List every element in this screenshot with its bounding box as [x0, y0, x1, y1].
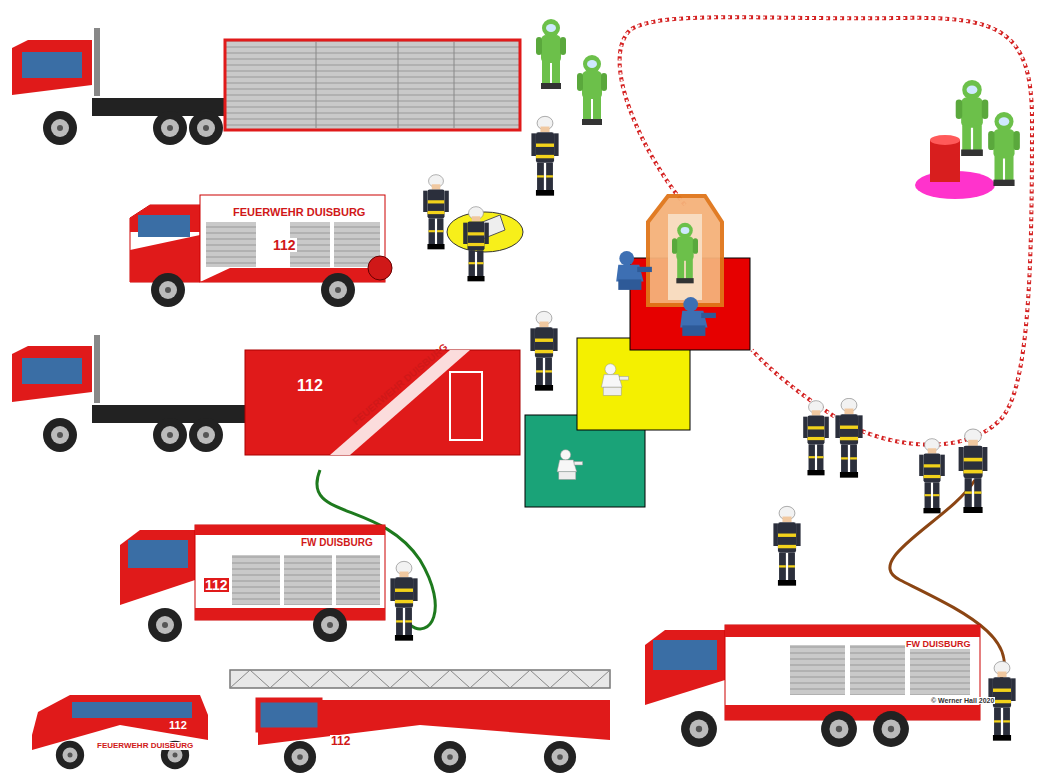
vehicle-lettering: 112 — [204, 578, 229, 592]
vehicle-lettering: FEUERWEHR DUISBURG — [232, 207, 366, 218]
vehicle-lettering: 112 — [330, 735, 351, 747]
vehicle-lettering: 112 — [168, 720, 188, 731]
vehicle-lettering: FW DUISBURG — [905, 640, 972, 649]
vehicle-lettering: FEUERWEHR DUISBURG — [96, 742, 194, 750]
vehicle-lettering: © Werner Hall 2020 — [930, 697, 995, 704]
vehicle-lettering: 112 — [296, 378, 324, 394]
vehicle-lettering: FW DUISBURG — [300, 538, 374, 548]
vehicle-lettering: 112 — [272, 238, 297, 252]
